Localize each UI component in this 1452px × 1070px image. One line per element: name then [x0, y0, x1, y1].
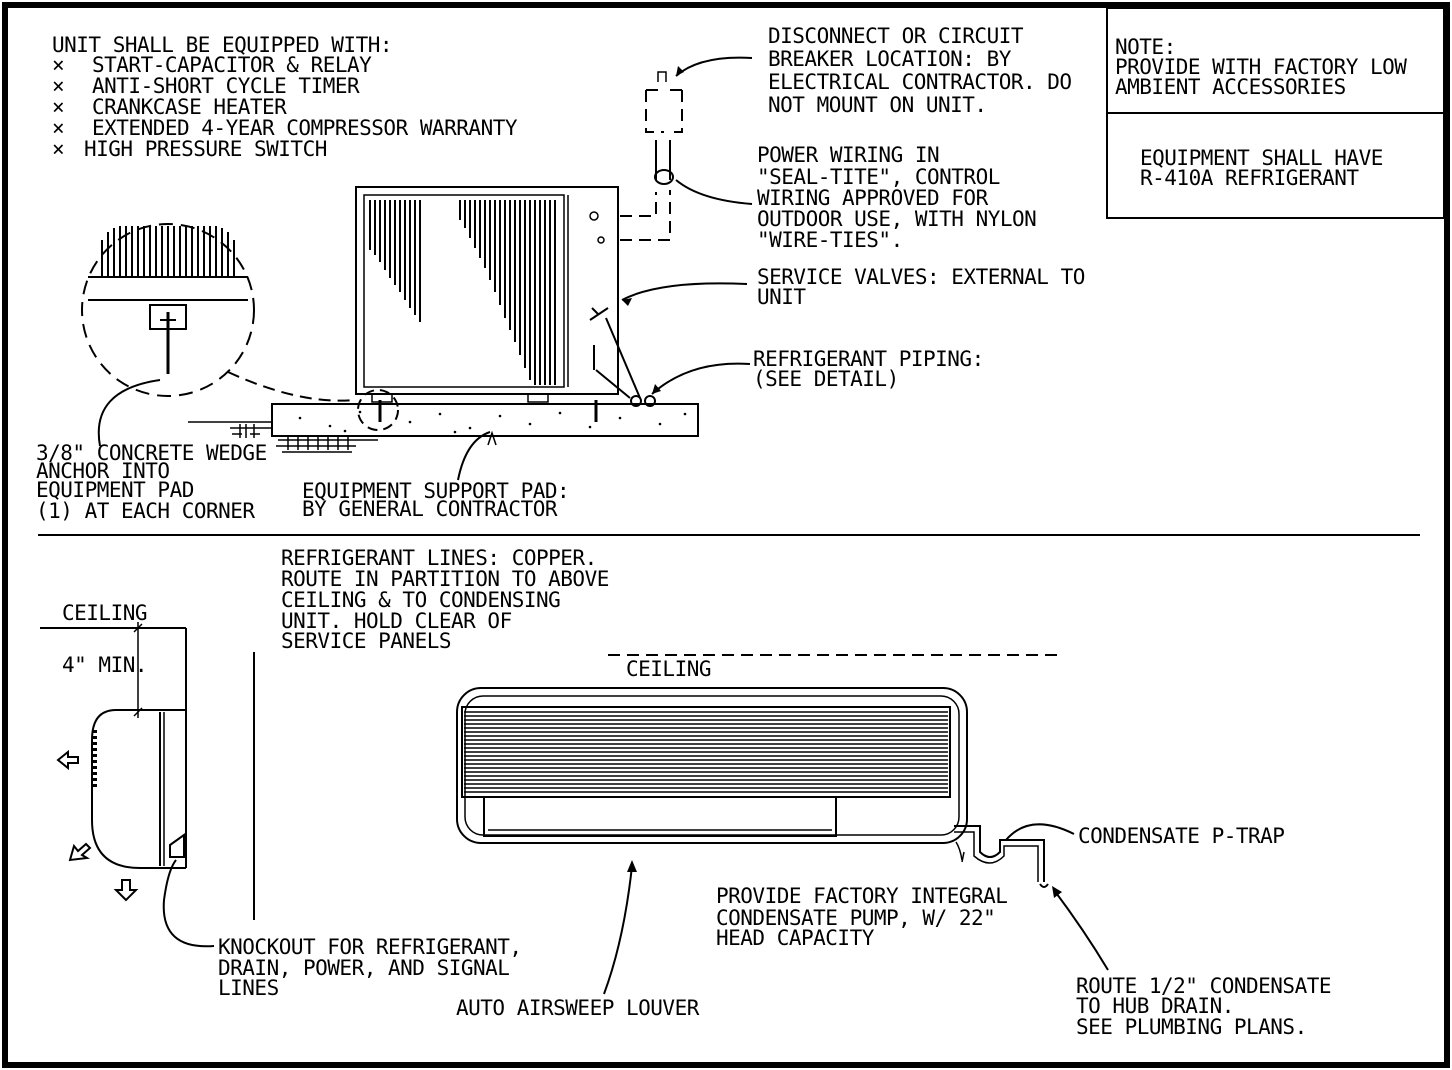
front-ceiling-label: CEILING: [626, 657, 711, 681]
note-box-line-2: PROVIDE WITH FACTORY LOW: [1115, 55, 1407, 79]
service-valves-line-1: SERVICE VALVES: EXTERNAL TO: [757, 265, 1085, 289]
equipment-item-5: HIGH PRESSURE SWITCH: [84, 137, 327, 161]
bullet-2: ×: [52, 74, 64, 98]
support-pad-line-1: EQUIPMENT SUPPORT PAD:: [302, 479, 569, 503]
equipment-list: UNIT SHALL BE EQUIPPED WITH: × START-CAP…: [52, 33, 518, 161]
refrigerant-piping-line-1: REFRIGERANT PIPING:: [753, 347, 984, 371]
anchor-line-2: ANCHOR INTO: [36, 459, 170, 483]
support-pad-line-2: BY GENERAL CONTRACTOR: [302, 497, 558, 521]
equipment-item-4: EXTENDED 4-YEAR COMPRESSOR WARRANTY: [92, 116, 518, 140]
equipment-pad: [271, 403, 699, 437]
anchor-line-3: EQUIPMENT PAD: [36, 478, 194, 502]
side-ceiling-label: CEILING: [62, 601, 147, 625]
note-box-line-1: NOTE:: [1115, 35, 1176, 59]
disconnect-note: DISCONNECT OR CIRCUIT BREAKER LOCATION: …: [768, 24, 1072, 117]
equipment-item-1: START-CAPACITOR & RELAY: [92, 53, 372, 77]
condensate-pump-line-3: HEAD CAPACITY: [716, 926, 875, 950]
disconnect-line-4: NOT MOUNT ON UNIT.: [768, 93, 987, 117]
refrigerant-lines-line-2: ROUTE IN PARTITION TO ABOVE: [281, 567, 609, 591]
refrigerant-piping-note: REFRIGERANT PIPING: (SEE DETAIL): [753, 347, 984, 391]
disconnect-line-3: ELECTRICAL CONTRACTOR. DO: [768, 70, 1072, 94]
condensing-unit-elevation: [188, 71, 699, 453]
refrigerant-lines-line-3: CEILING & TO CONDENSING: [281, 588, 560, 612]
equipment-list-heading: UNIT SHALL BE EQUIPPED WITH:: [52, 33, 392, 57]
knockout-note: KNOCKOUT FOR REFRIGERANT, DRAIN, POWER, …: [218, 935, 522, 1000]
louver-note: AUTO AIRSWEEP LOUVER: [456, 996, 700, 1020]
power-wiring-line-2: "SEAL-TITE", CONTROL: [757, 165, 1000, 189]
power-wiring-line-1: POWER WIRING IN: [757, 143, 939, 167]
refrigerant-piping-line-2: (SEE DETAIL): [753, 367, 899, 391]
anchor-line-1: 3/8" CONCRETE WEDGE: [36, 441, 267, 465]
refrigerant-lines-line-1: REFRIGERANT LINES: COPPER.: [281, 546, 597, 570]
wall-unit-front-view: CEILING: [456, 654, 1109, 995]
knockout-line-3: LINES: [218, 976, 279, 1000]
condensate-ptrap-note: CONDENSATE P-TRAP: [1078, 824, 1284, 848]
condensate-pump-note: PROVIDE FACTORY INTEGRAL CONDENSATE PUMP…: [716, 884, 1008, 950]
disconnect-line-2: BREAKER LOCATION: BY: [768, 47, 1012, 71]
refrigerant-lines-note: REFRIGERANT LINES: COPPER. ROUTE IN PART…: [281, 546, 609, 653]
condensate-pump-line-2: CONDENSATE PUMP, W/ 22": [716, 906, 995, 930]
knockout-line-2: DRAIN, POWER, AND SIGNAL: [218, 956, 509, 980]
power-wiring-line-5: "WIRE-TIES".: [757, 228, 903, 252]
side-min-label: 4" MIN.: [62, 653, 147, 677]
bullet-4: ×: [52, 116, 64, 140]
refrigerant-type-line-1: EQUIPMENT SHALL HAVE: [1140, 146, 1383, 170]
condensate-pump-line-1: PROVIDE FACTORY INTEGRAL: [716, 884, 1007, 908]
wall-unit-side-view: CEILING 4" MIN.: [40, 601, 255, 948]
refrigerant-type-line-2: R-410A REFRIGERANT: [1140, 166, 1359, 190]
bullet-3: ×: [52, 95, 64, 119]
equipment-item-3: CRANKCASE HEATER: [92, 95, 287, 119]
coil-fins: [369, 200, 556, 385]
route-condensate-line-1: ROUTE 1/2" CONDENSATE: [1076, 974, 1331, 998]
refrigerant-lines-line-5: SERVICE PANELS: [281, 629, 451, 653]
note-box: NOTE: PROVIDE WITH FACTORY LOW AMBIENT A…: [1106, 7, 1445, 219]
power-wiring-line-4: OUTDOOR USE, WITH NYLON: [757, 207, 1036, 231]
route-condensate-line-3: SEE PLUMBING PLANS.: [1076, 1015, 1307, 1039]
anchor-line-4: (1) AT EACH CORNER: [36, 499, 255, 523]
service-valves-note: SERVICE VALVES: EXTERNAL TO UNIT: [757, 265, 1085, 309]
route-condensate-line-2: TO HUB DRAIN.: [1076, 994, 1234, 1018]
bullet-1: ×: [52, 53, 64, 77]
equipment-item-2: ANTI-SHORT CYCLE TIMER: [92, 74, 360, 98]
disconnect-line-1: DISCONNECT OR CIRCUIT: [768, 24, 1024, 48]
route-condensate-note: ROUTE 1/2" CONDENSATE TO HUB DRAIN. SEE …: [1076, 974, 1332, 1039]
anchor-note: 3/8" CONCRETE WEDGE ANCHOR INTO EQUIPMEN…: [36, 441, 267, 523]
power-wiring-note: POWER WIRING IN "SEAL-TITE", CONTROL WIR…: [757, 143, 1037, 252]
refrigerant-lines-line-4: UNIT. HOLD CLEAR OF: [281, 609, 512, 633]
anchor-detail-bubble: [81, 223, 399, 431]
power-wiring-line-3: WIRING APPROVED FOR: [757, 186, 989, 210]
top-leaders: [97, 56, 753, 481]
louver-grille: [464, 711, 948, 793]
knockout-line-1: KNOCKOUT FOR REFRIGERANT,: [218, 935, 522, 959]
note-box-line-3: AMBIENT ACCESSORIES: [1115, 75, 1346, 99]
service-valves-line-2: UNIT: [757, 285, 806, 309]
support-pad-note: EQUIPMENT SUPPORT PAD: BY GENERAL CONTRA…: [302, 479, 570, 521]
bullet-5: ×: [52, 137, 64, 161]
